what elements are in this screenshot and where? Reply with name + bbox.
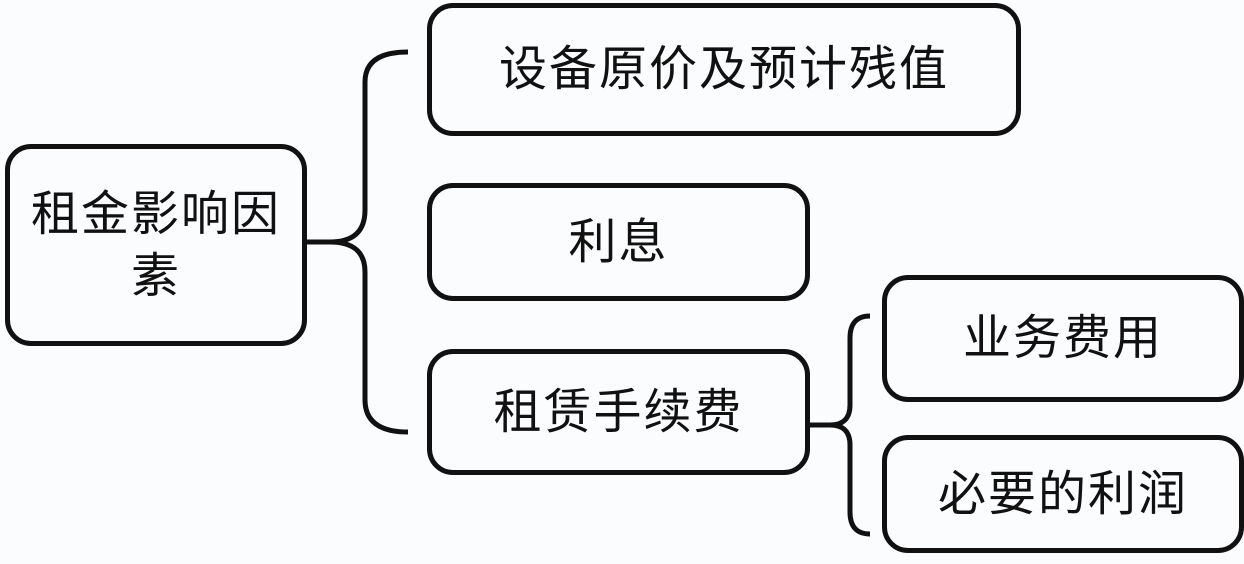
node-label: 租赁手续费 [493, 383, 744, 440]
node-lease-fee: 租赁手续费 [427, 349, 810, 475]
link-n3-to-n32 [829, 422, 871, 537]
node-label: 设备原价及预计残值 [498, 41, 949, 98]
node-label: 业务费用 [962, 310, 1163, 367]
node-interest: 利息 [427, 183, 810, 301]
node-label: 利息 [568, 213, 669, 270]
node-equipment-cost: 设备原价及预计残值 [427, 3, 1021, 136]
node-business-expenses: 业务费用 [882, 275, 1244, 402]
node-necessary-profit: 必要的利润 [882, 435, 1244, 553]
node-label: 必要的利润 [937, 465, 1188, 522]
link-n3-to-n31 [810, 313, 871, 428]
link-root-to-n1 [307, 49, 409, 245]
root-label: 租金影响因素 [30, 185, 281, 304]
link-root-to-n3 [329, 239, 409, 435]
root-node: 租金影响因素 [5, 144, 307, 346]
